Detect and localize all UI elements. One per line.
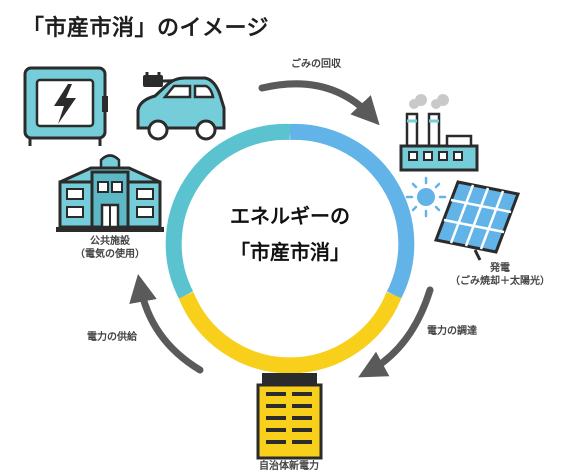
arrow-collection [258, 80, 380, 126]
battery-charger-icon [23, 66, 108, 146]
solar-panel-icon [433, 180, 521, 261]
sun-icon [405, 176, 447, 218]
label-generation: 発電 （ごみ焼却＋太陽光） [430, 263, 570, 288]
label-generation-detail: （ごみ焼却＋太陽光） [450, 275, 550, 287]
electric-car-icon [136, 72, 226, 141]
office-building-icon [256, 373, 323, 460]
arrow-procurement [358, 286, 434, 378]
cycle-arrows [129, 80, 434, 378]
public-facility-icon [56, 154, 164, 232]
ring-segment-yellow [178, 291, 402, 374]
center-title-line1: エネルギーの [230, 204, 350, 228]
factory-icon [399, 94, 479, 172]
label-supplier: 自治体新電力 [259, 461, 319, 472]
ring-segment-teal [165, 123, 291, 299]
page-title: 「市産市消」のイメージ [22, 16, 270, 41]
label-generation-title: 発電 [490, 263, 510, 274]
label-public-title: 公共施設 [90, 236, 130, 247]
label-public-facility: 公共施設 （電気の使用） [60, 236, 160, 261]
label-public-detail: （電気の使用） [75, 248, 145, 260]
energy-cycle-ring [165, 123, 415, 374]
label-procurement: 電力の調達 [427, 326, 477, 337]
arrow-supply [129, 273, 204, 374]
center-title-line2: 「市産市消」 [230, 240, 350, 264]
ring-segment-blue [289, 123, 415, 299]
label-collection: ごみの回収 [291, 59, 341, 70]
label-supply: 電力の供給 [87, 332, 137, 343]
